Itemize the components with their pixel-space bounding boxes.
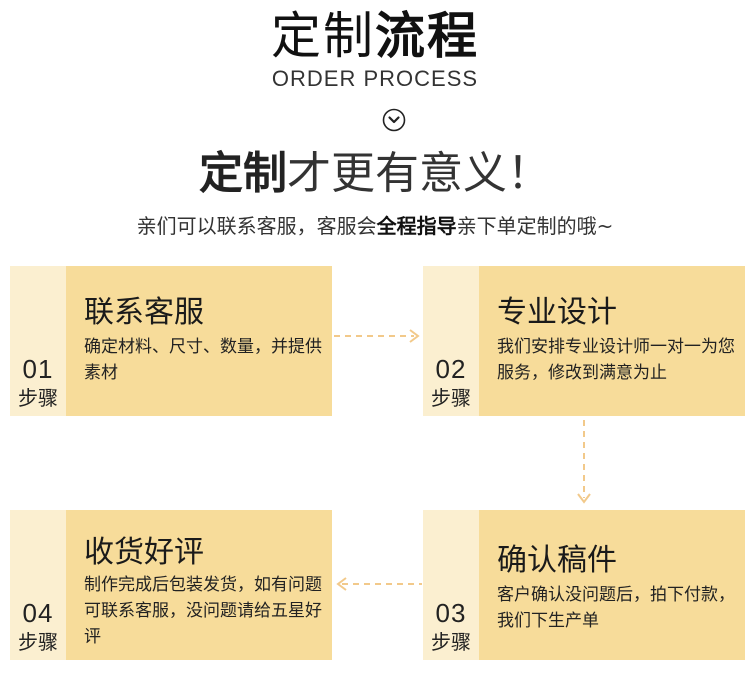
step-number: 02 (435, 354, 467, 384)
desc-part-1: 亲们可以联系客服，客服会 (136, 214, 377, 238)
step-title: 联系客服 (84, 295, 204, 330)
slogan-bold: 定制 (199, 148, 287, 199)
step-content-panel (479, 510, 745, 660)
slogan: 定制才更有意义！ (0, 146, 750, 202)
step-description: 我们安排专业设计师一对一为您服务，修改到满意为止 (497, 337, 735, 383)
desc-part-2: 亲下单定制的哦~ (456, 214, 614, 238)
step-number: 04 (22, 598, 54, 628)
step-card-01: 01 步骤 联系客服 确定材料、尺寸、数量，并提供素材 (10, 266, 332, 416)
arrow-down-icon (577, 420, 591, 504)
step-content-panel (66, 510, 332, 660)
title-part-1: 定制 (271, 7, 375, 65)
step-label: 步骤 (18, 630, 58, 654)
arrow-left-icon (336, 577, 422, 591)
desc-bold: 全程指导 (376, 214, 457, 238)
step-card-04: 04 步骤 收货好评 制作完成后包装发货，如有问题可联系客服，没问题请给五星好评 (10, 510, 332, 660)
step-num-panel (10, 266, 66, 416)
step-num-panel (10, 510, 66, 660)
step-content-panel (479, 266, 745, 416)
slogan-rest: 才更有意义！ (287, 148, 551, 199)
step-title: 专业设计 (497, 295, 617, 330)
step-card-03: 03 步骤 确认稿件 客户确认没问题后，拍下付款，我们下生产单 (423, 510, 745, 660)
step-label: 步骤 (18, 386, 58, 410)
step-num-panel (423, 266, 479, 416)
page-subtitle: ORDER PROCESS (271, 66, 479, 91)
step-label: 步骤 (431, 630, 471, 654)
step-number: 01 (22, 354, 54, 384)
step-card-02: 02 步骤 专业设计 我们安排专业设计师一对一为您服务，修改到满意为止 (423, 266, 745, 416)
step-description: 制作完成后包装发货，如有问题可联系客服，没问题请给五星好评 (84, 575, 322, 647)
step-content-panel (66, 266, 332, 416)
arrow-right-icon (334, 329, 420, 343)
step-description: 客户确认没问题后，拍下付款，我们下生产单 (497, 585, 735, 631)
step-label: 步骤 (431, 386, 471, 410)
step-num-panel (423, 510, 479, 660)
page-title: 定制流程 (0, 6, 750, 66)
step-title: 确认稿件 (497, 543, 617, 578)
step-description: 确定材料、尺寸、数量，并提供素材 (84, 337, 322, 383)
title-part-2: 流程 (375, 7, 479, 65)
description: 亲们可以联系客服，客服会全程指导亲下单定制的哦~ (0, 212, 750, 240)
step-title: 收货好评 (84, 535, 204, 570)
step-number: 03 (435, 598, 467, 628)
chevron-down-circle-icon (382, 108, 406, 132)
